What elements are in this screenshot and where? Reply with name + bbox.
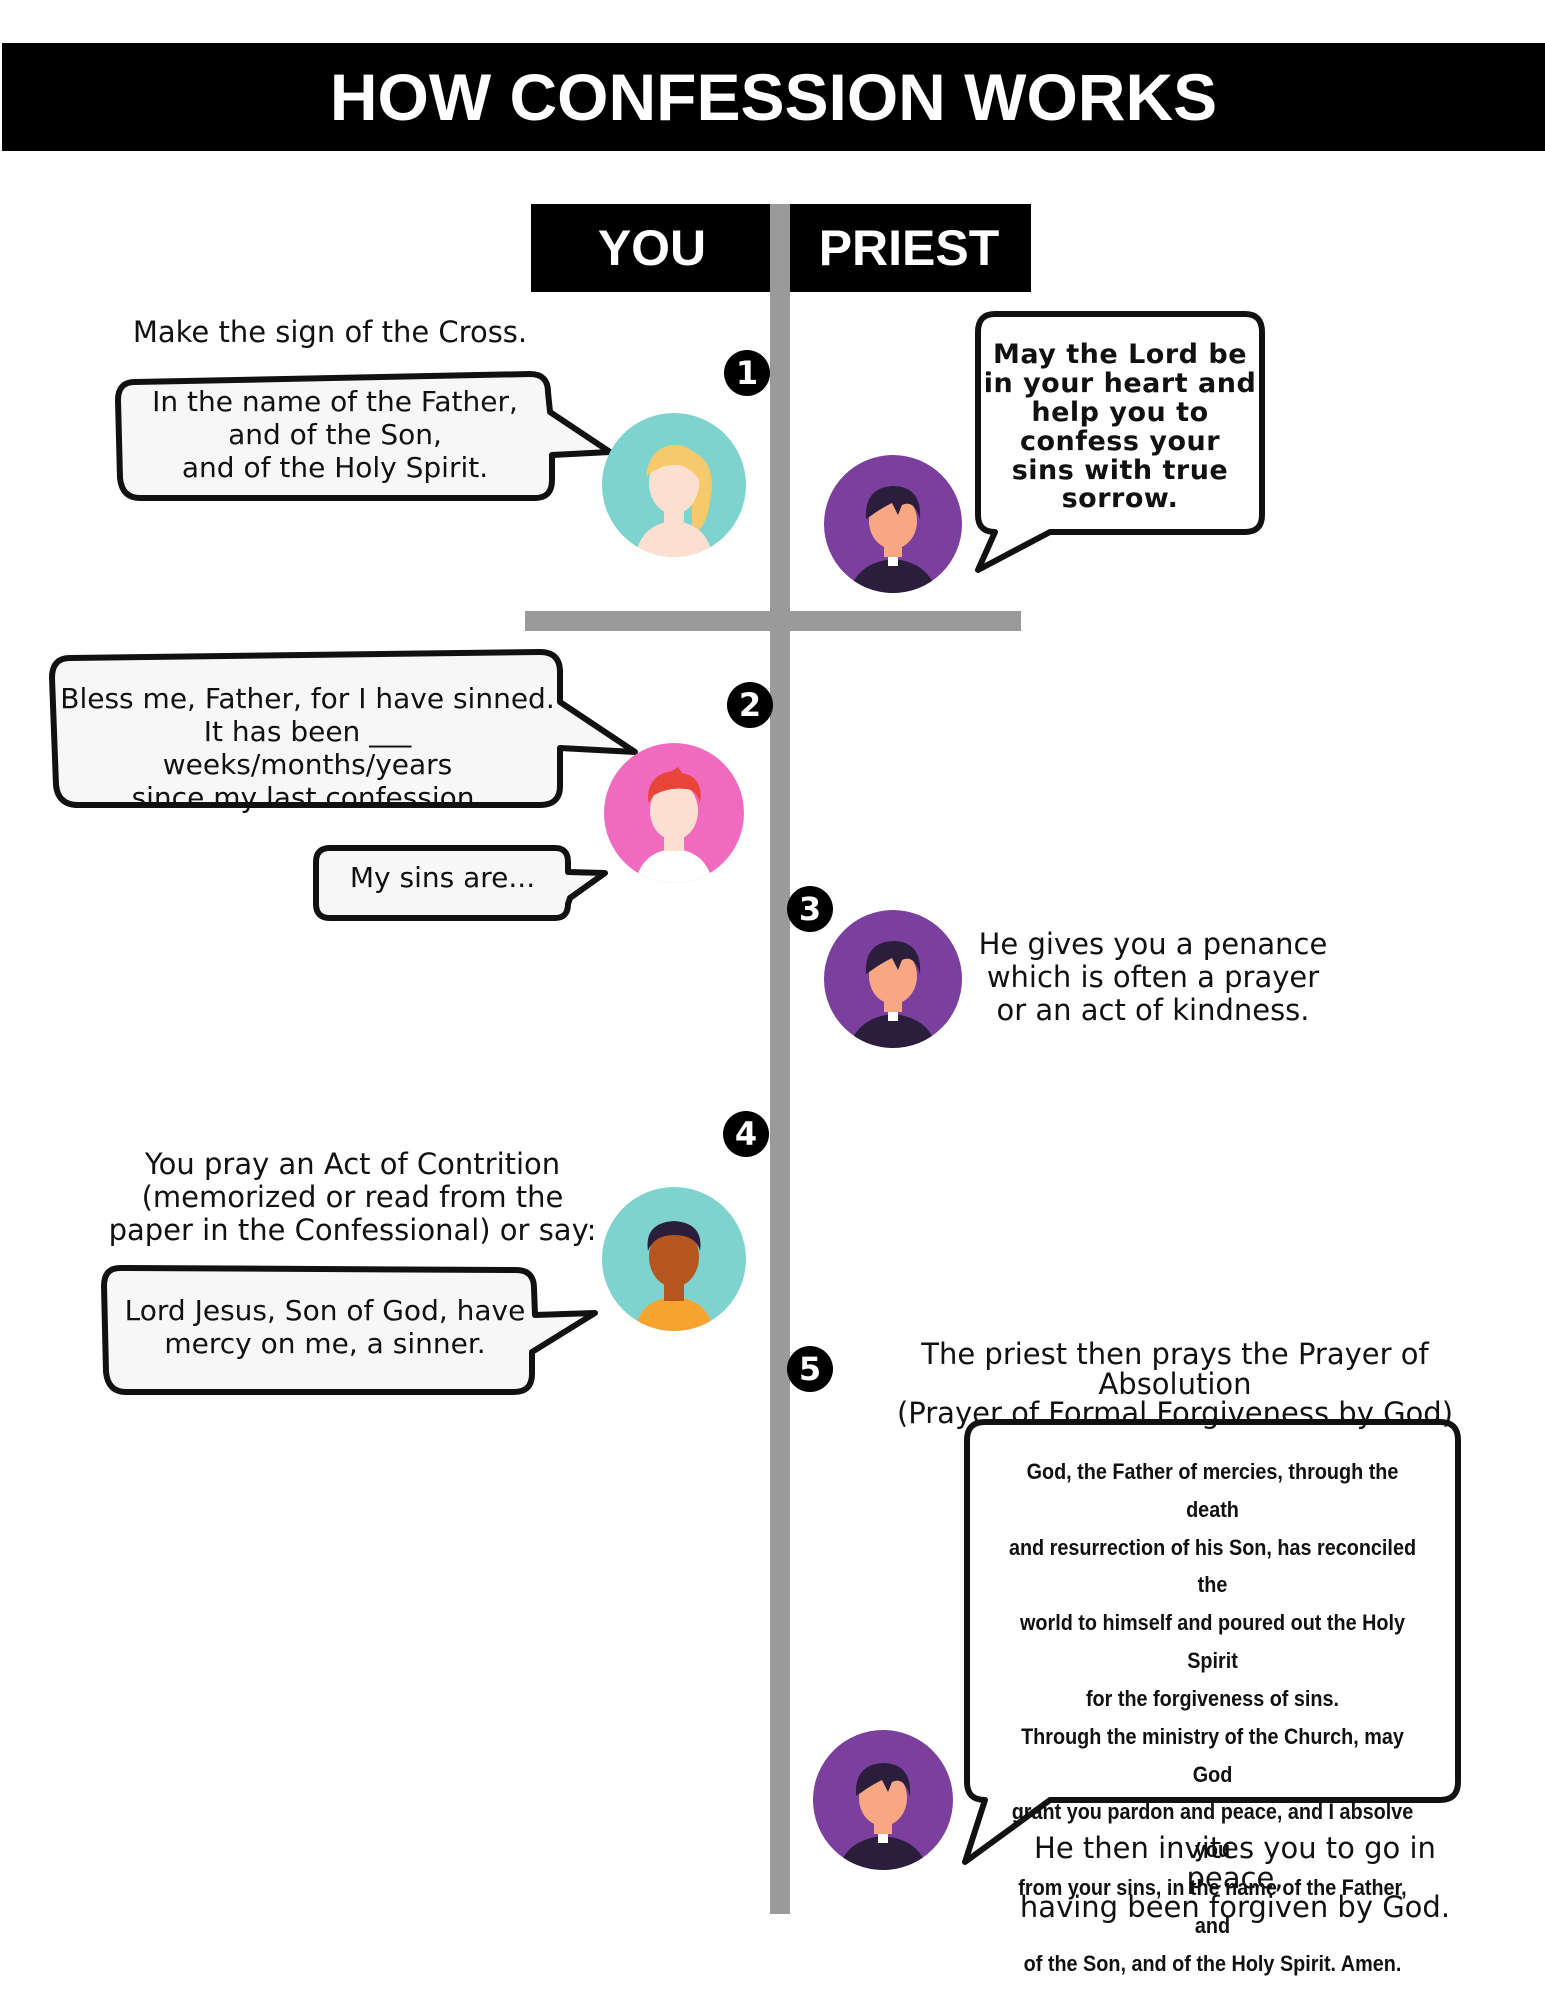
priest-avatar-icon (824, 455, 962, 593)
step5-priest-text: The priest then prays the Prayer of Abso… (896, 1337, 1454, 1431)
step-number-5: 5 (787, 1346, 833, 1392)
step-number-2: 2 (727, 682, 773, 728)
step-number-3: 3 (787, 886, 833, 932)
step5-absolution-prayer-text: God, the Father of mercies, through the … (1008, 1459, 1417, 1976)
step1-you-bubble-text: In the name of the Father, and of the So… (152, 385, 518, 485)
step-number-4: 4 (723, 1111, 769, 1157)
timeline-cross-bar (525, 611, 1021, 631)
step4-instruction: You pray an Act of Contrition (memorized… (108, 1147, 597, 1247)
step2-you-bubble-text: Bless me, Father, for I have sinned. It … (60, 682, 555, 815)
step3-priest-text: He gives you a penance which is often a … (978, 927, 1328, 1027)
step-number-1: 1 (724, 350, 770, 396)
woman-avatar-icon (602, 413, 746, 557)
step4-you-bubble-text: Lord Jesus, Son of God, have mercy on me… (124, 1294, 526, 1361)
priest-avatar-icon (824, 910, 962, 1048)
man-avatar-icon (604, 743, 744, 883)
step5-closing-text: He then invites you to go in peace, havi… (1019, 1831, 1451, 1925)
step1-instruction: Make the sign of the Cross. (132, 315, 528, 349)
page-title: HOW CONFESSION WORKS (2, 43, 1545, 151)
column-header-you: YOU (531, 204, 773, 292)
column-header-priest: PRIEST (787, 204, 1031, 292)
man-avatar-icon (602, 1187, 746, 1331)
step1-priest-bubble-text: May the Lord be in your heart and help y… (983, 339, 1257, 515)
step2-you-bubble-2-text: My sins are... (349, 861, 536, 894)
timeline-vertical-line (770, 204, 790, 1914)
priest-avatar-icon (813, 1730, 953, 1870)
